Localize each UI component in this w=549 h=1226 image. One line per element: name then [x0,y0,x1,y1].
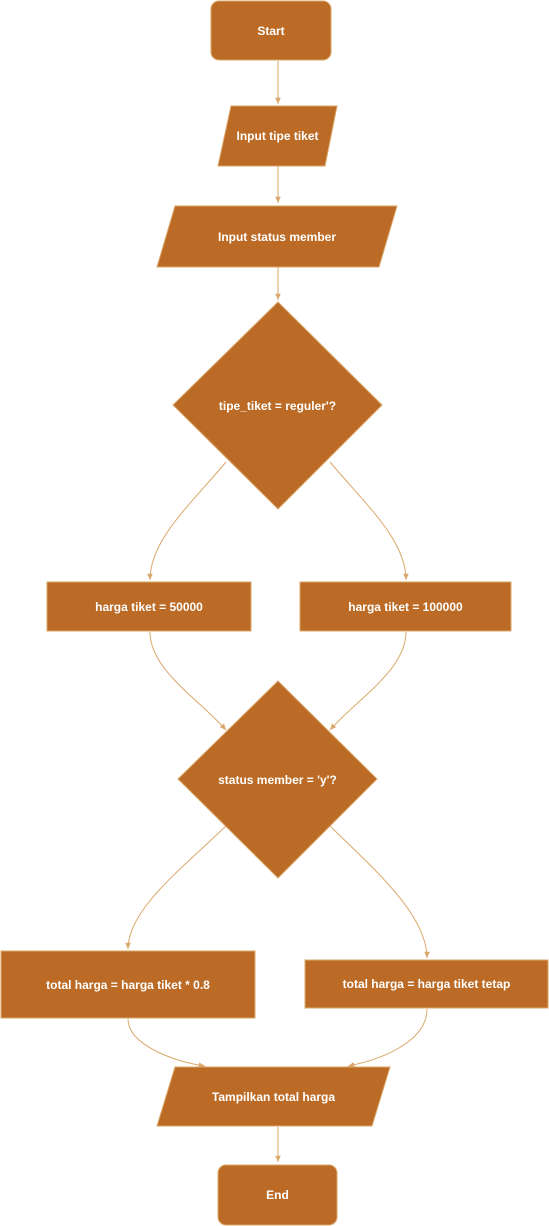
edge-decision-tipe-to-harga-100000 [329,461,409,581]
edge-total-diskon-to-tampilkan [127,1018,206,1068]
edge-harga-100000-to-decision-member [329,631,407,731]
decision-member-diamond [177,680,378,879]
start-terminal [210,0,332,61]
edge-total-tetap-to-tampilkan [347,1008,428,1068]
total-tetap-process [304,959,549,1009]
edge-decision-tipe-to-harga-50000 [147,461,227,581]
input-status-parallelogram [156,205,398,268]
harga-50000-process [46,581,252,632]
input-tipe-parallelogram [217,105,338,167]
edge-harga-50000-to-decision-member [149,631,227,731]
tampilkan-parallelogram [156,1066,391,1127]
harga-100000-process [299,581,512,632]
edge-decision-member-to-total-tetap [329,825,430,959]
total-diskon-process [0,950,256,1019]
end-terminal [217,1164,338,1226]
edge-decision-member-to-total-diskon [125,825,227,950]
decision-tipe-diamond [172,301,383,510]
